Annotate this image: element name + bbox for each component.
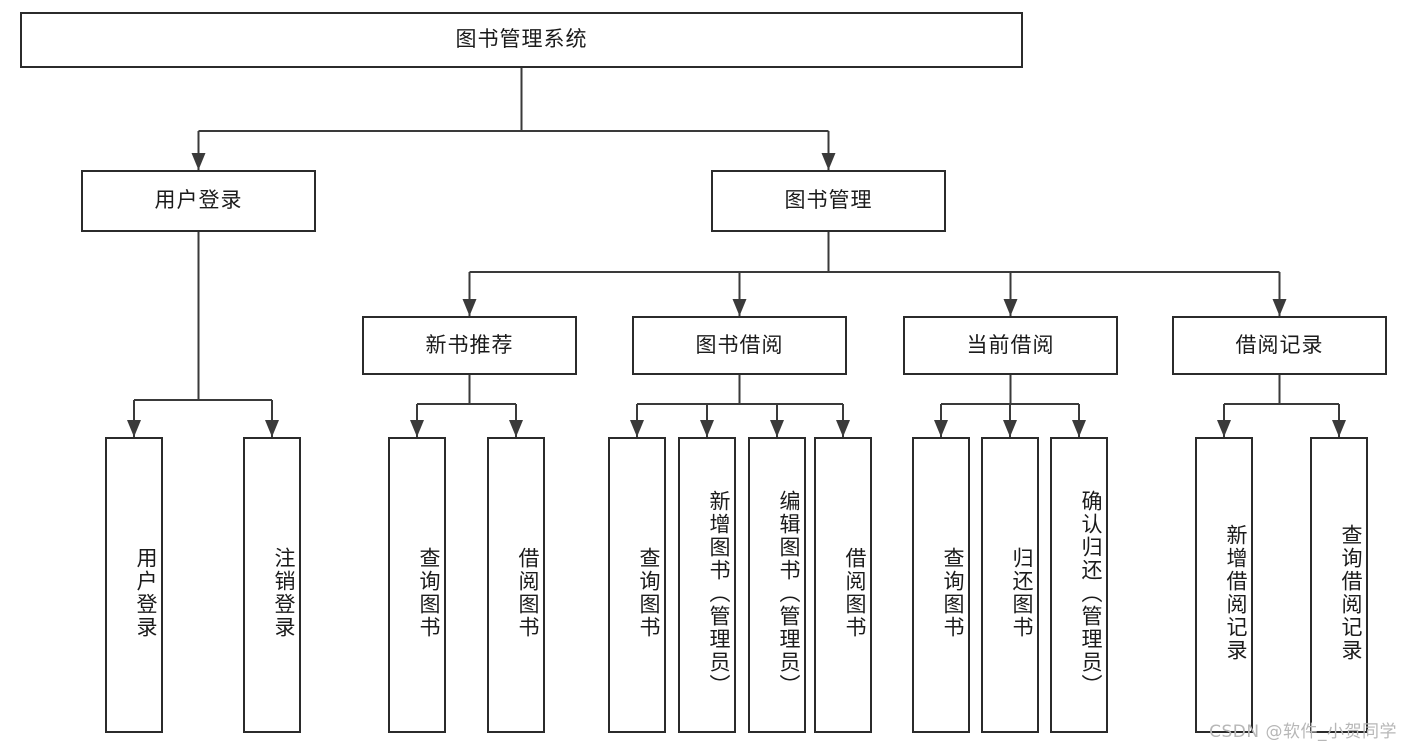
node-leaf-add-record[interactable]: 新增借阅记录	[1195, 437, 1253, 733]
arrowhead-icon	[770, 420, 784, 437]
node-leaf-confirm-return[interactable]: 确认归还（管理员）	[1050, 437, 1108, 733]
node-user-login[interactable]: 用户登录	[81, 170, 316, 232]
node-label: 查询图书	[941, 547, 965, 639]
node-leaf-user-login[interactable]: 用户登录	[105, 437, 163, 733]
node-label: 编辑图书（管理员）	[777, 489, 801, 697]
node-label: 当前借阅	[966, 332, 1055, 357]
arrowhead-icon	[462, 299, 477, 316]
node-label: 图书管理	[784, 188, 873, 213]
node-root[interactable]: 图书管理系统	[20, 12, 1023, 68]
node-label: 新增借阅记录	[1224, 524, 1248, 662]
node-label: 图书借阅	[695, 332, 784, 357]
node-leaf-query-book-3[interactable]: 查询图书	[912, 437, 970, 733]
node-book-manage[interactable]: 图书管理	[711, 170, 946, 232]
arrowhead-icon	[1003, 299, 1018, 316]
node-label: 新书推荐	[425, 332, 514, 357]
node-leaf-logout[interactable]: 注销登录	[243, 437, 301, 733]
arrowhead-icon	[191, 153, 206, 170]
node-label: 新增图书（管理员）	[707, 489, 731, 697]
arrowhead-icon	[630, 420, 644, 437]
node-leaf-query-record[interactable]: 查询借阅记录	[1310, 437, 1368, 733]
arrowhead-icon	[1332, 420, 1346, 437]
node-label: 归还图书	[1010, 547, 1034, 639]
arrowhead-icon	[509, 420, 523, 437]
node-leaf-query-book-1[interactable]: 查询图书	[388, 437, 446, 733]
node-book-borrow[interactable]: 图书借阅	[632, 316, 847, 375]
arrowhead-icon	[1217, 420, 1231, 437]
node-leaf-borrow-book-2[interactable]: 借阅图书	[814, 437, 872, 733]
arrowhead-icon	[821, 153, 836, 170]
node-leaf-return-book[interactable]: 归还图书	[981, 437, 1039, 733]
arrowhead-icon	[410, 420, 424, 437]
node-leaf-query-book-2[interactable]: 查询图书	[608, 437, 666, 733]
arrowhead-icon	[732, 299, 747, 316]
node-label: 借阅图书	[516, 547, 540, 639]
node-leaf-borrow-book-1[interactable]: 借阅图书	[487, 437, 545, 733]
node-label: 图书管理系统	[455, 27, 588, 52]
arrowhead-icon	[836, 420, 850, 437]
arrowhead-icon	[700, 420, 714, 437]
node-current-borrow[interactable]: 当前借阅	[903, 316, 1118, 375]
arrowhead-icon	[265, 420, 279, 437]
watermark: CSDN @软件_小贺同学	[1209, 722, 1397, 742]
node-label: 查询借阅记录	[1339, 524, 1363, 662]
node-label: 借阅图书	[843, 547, 867, 639]
node-label: 借阅记录	[1235, 332, 1324, 357]
arrowhead-icon	[1072, 420, 1086, 437]
node-label: 用户登录	[134, 547, 158, 639]
node-leaf-add-book[interactable]: 新增图书（管理员）	[678, 437, 736, 733]
node-label: 注销登录	[272, 547, 296, 639]
node-label: 确认归还（管理员）	[1079, 489, 1103, 697]
arrowhead-icon	[127, 420, 141, 437]
node-leaf-edit-book[interactable]: 编辑图书（管理员）	[748, 437, 806, 733]
node-new-book-rec[interactable]: 新书推荐	[362, 316, 577, 375]
node-label: 查询图书	[637, 547, 661, 639]
arrowhead-icon	[1272, 299, 1287, 316]
node-label: 查询图书	[417, 547, 441, 639]
node-label: 用户登录	[154, 188, 243, 213]
arrowhead-icon	[934, 420, 948, 437]
arrowhead-icon	[1003, 420, 1017, 437]
node-borrow-record[interactable]: 借阅记录	[1172, 316, 1387, 375]
